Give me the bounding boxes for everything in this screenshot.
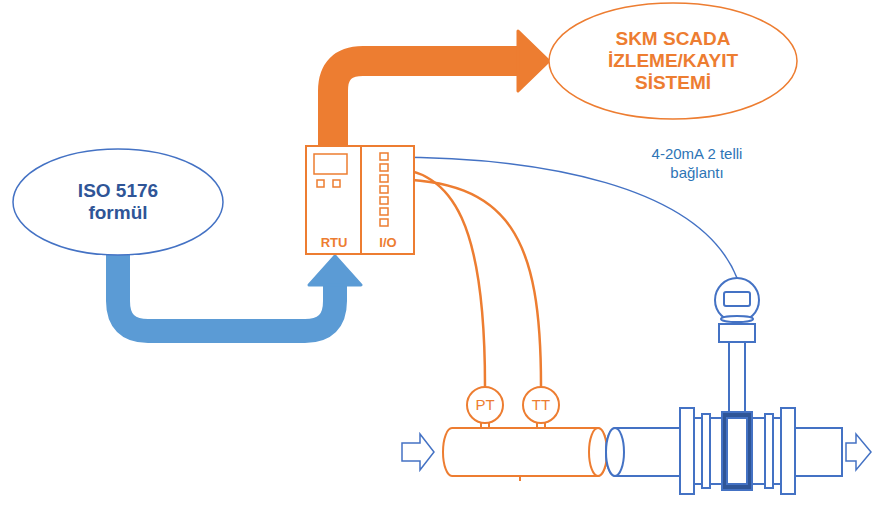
- rtu-part: [380, 164, 388, 171]
- node-shape: [13, 149, 223, 255]
- arrow-head: [518, 31, 549, 91]
- connector: [333, 31, 549, 146]
- node-text: PT: [475, 396, 494, 413]
- flow-arrow: [846, 434, 871, 470]
- node-text: ISO 5176 formül: [53, 180, 183, 224]
- connector: [118, 254, 361, 331]
- pipe: [443, 422, 607, 481]
- flowmeter: [680, 278, 795, 494]
- rtu-part: [380, 175, 388, 182]
- rtu-part: [317, 180, 324, 187]
- formula-ellipse: ISO 5176 formül: [12, 148, 224, 256]
- scada-ellipse: SKM SCADA İZLEME/KAYIT SİSTEMİ: [548, 2, 798, 120]
- arrow-body: [333, 61, 519, 146]
- node-text: TT: [532, 396, 550, 413]
- rtu-part: [333, 180, 340, 187]
- text-holder: PT: [466, 386, 504, 424]
- text-holder: TT: [522, 386, 560, 424]
- text-holder: ISO 5176 formül: [12, 148, 224, 256]
- node-shape: [467, 387, 503, 423]
- node-shape: [549, 3, 797, 119]
- rtu-part: [380, 208, 388, 215]
- pressure-transmitter: PT: [466, 386, 504, 424]
- rtu-part: [360, 146, 362, 254]
- temperature-transmitter: TT: [522, 386, 560, 424]
- rtu-part: [380, 186, 388, 193]
- rtu-box: RTU I/O: [305, 145, 415, 255]
- node-text: SKM SCADA İZLEME/KAYIT SİSTEMİ: [593, 28, 753, 94]
- arrow-body: [118, 254, 335, 331]
- rtu-part: [380, 153, 388, 160]
- rtu-part: [380, 219, 388, 226]
- module-label: I/O: [363, 236, 413, 251]
- text-holder: SKM SCADA İZLEME/KAYIT SİSTEMİ: [548, 2, 798, 120]
- rtu-part: [380, 197, 388, 204]
- arrow-head: [309, 256, 361, 285]
- rtu-part: [306, 146, 414, 254]
- module-label: RTU: [309, 236, 359, 251]
- flow-arrow: [402, 434, 434, 470]
- rtu-part: [314, 154, 347, 174]
- node-shape: [523, 387, 559, 423]
- signal-label: 4-20mA 2 telli bağlantı: [624, 144, 770, 184]
